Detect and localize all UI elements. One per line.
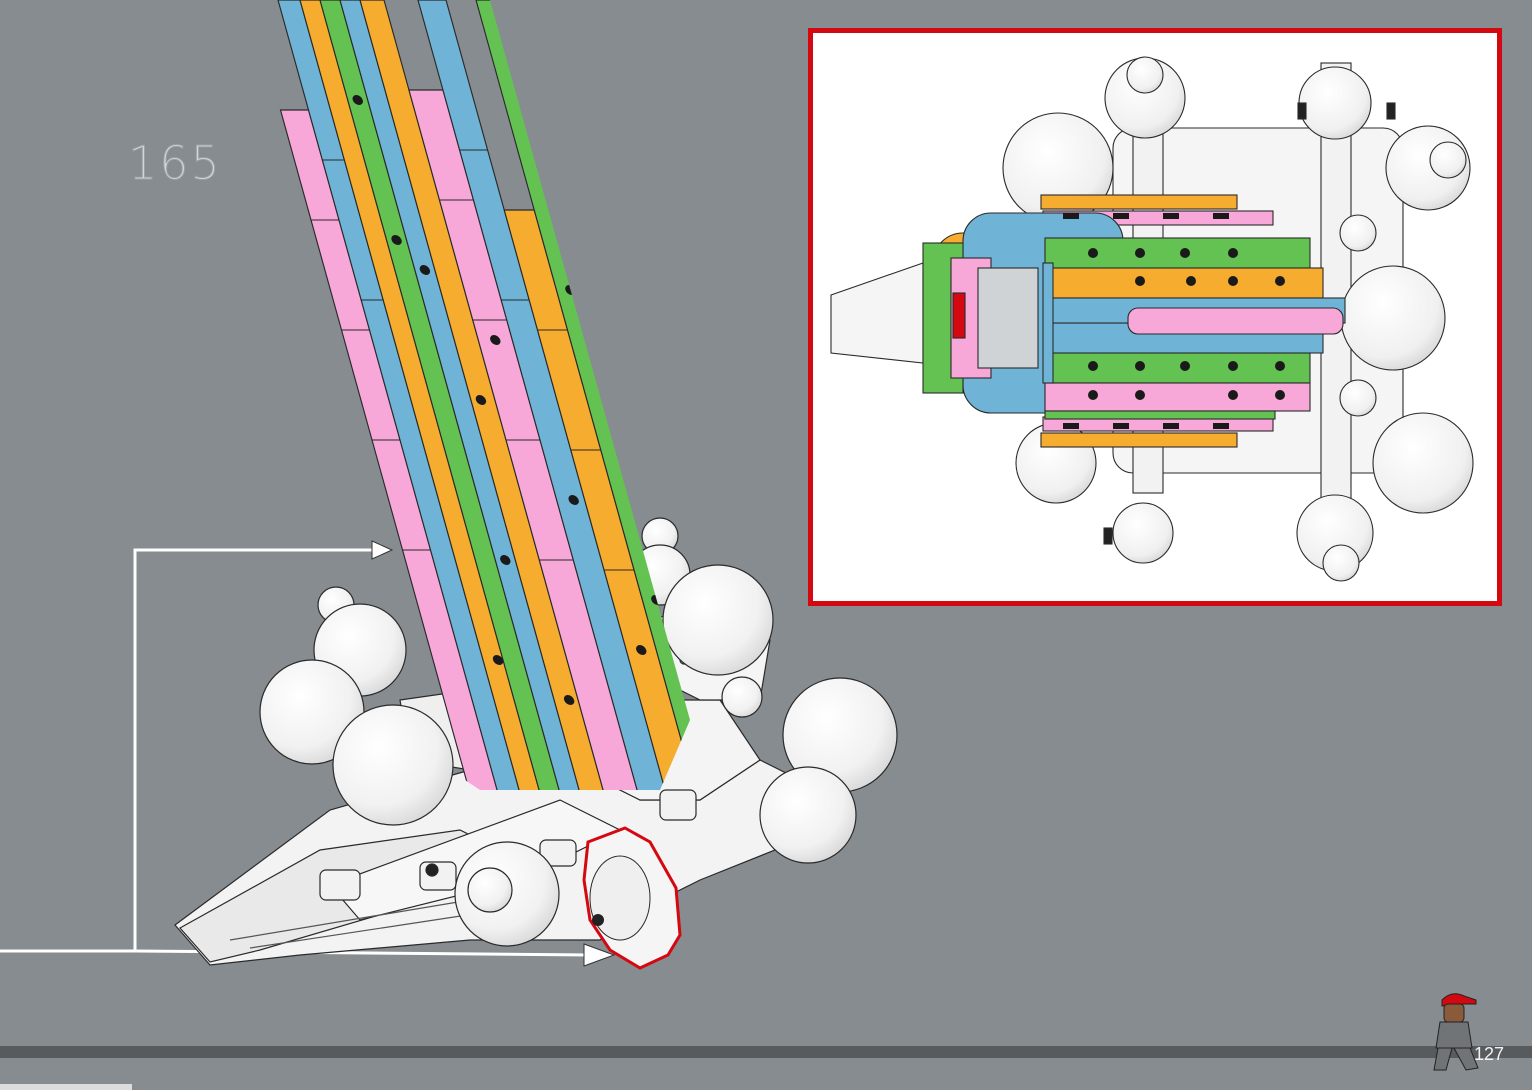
arrow-head-upper — [372, 541, 392, 559]
callout-top-view-illustration — [813, 33, 1497, 601]
footer-bar — [0, 1046, 1532, 1058]
page-number: 127 — [1474, 1044, 1504, 1065]
footer-strip — [0, 1084, 132, 1090]
callout-box — [808, 28, 1502, 606]
